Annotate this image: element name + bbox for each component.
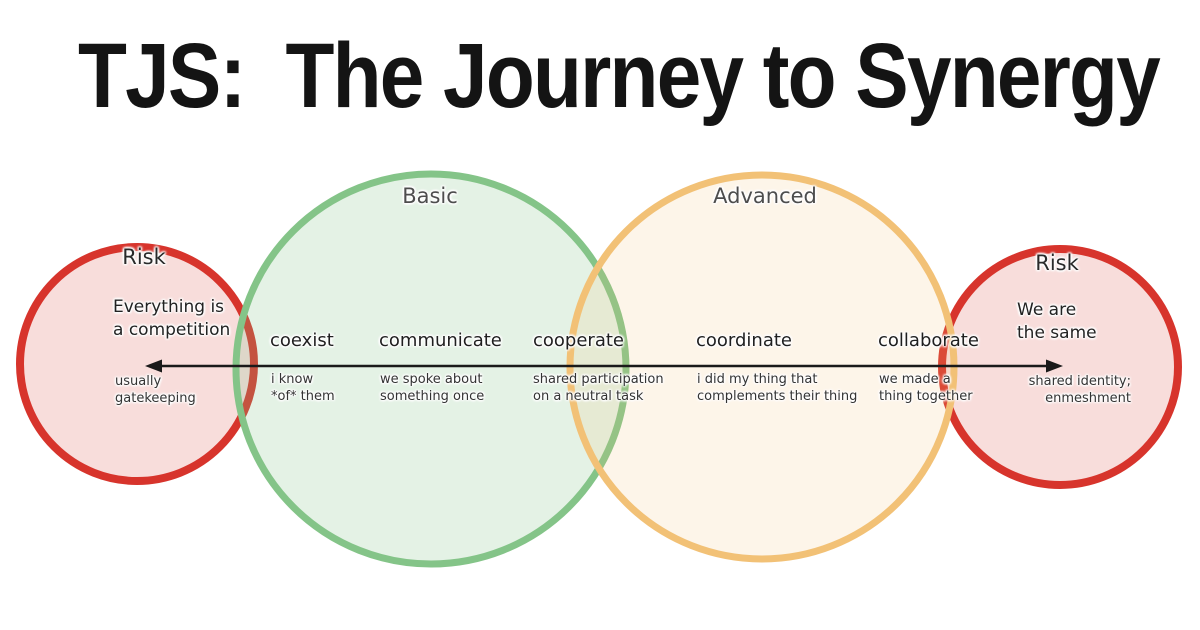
- arrowhead-right-icon: [1046, 359, 1063, 373]
- risk-left-text: Everything is a competition: [113, 297, 231, 340]
- risk-right-text: We are the same: [1017, 300, 1097, 343]
- arrowhead-left-icon: [145, 359, 162, 373]
- stage-label-cooperate: cooperate: [533, 330, 624, 351]
- stage-description-communicate: we spoke about something once: [380, 372, 485, 404]
- risk-right-label: Risk: [1035, 251, 1079, 275]
- basic-circle: [232, 170, 630, 568]
- basic-label: Basic: [402, 184, 458, 208]
- stage-description-coexist: i know *of* them: [271, 372, 335, 404]
- stage-label-coordinate: coordinate: [696, 330, 793, 351]
- risk-right-note: shared identity; enmeshment: [1028, 374, 1131, 406]
- stage-label-communicate: communicate: [379, 330, 502, 351]
- risk-left-label: Risk: [122, 245, 166, 269]
- advanced-label: Advanced: [713, 184, 817, 208]
- stage-label-coexist: coexist: [270, 330, 334, 351]
- stage-description-coordinate: i did my thing that complements their th…: [697, 372, 858, 404]
- risk-left-circle: [16, 243, 258, 485]
- stage-description-collaborate: we made a thing together: [879, 372, 973, 404]
- stage-label-collaborate: collaborate: [878, 330, 979, 351]
- stage-description-cooperate: shared participation on a neutral task: [533, 372, 664, 404]
- page-title: TJS: The Journey to Synergy: [78, 25, 1161, 127]
- journey-arrow: [145, 359, 1063, 373]
- risk-left-note: usually gatekeeping: [115, 374, 196, 406]
